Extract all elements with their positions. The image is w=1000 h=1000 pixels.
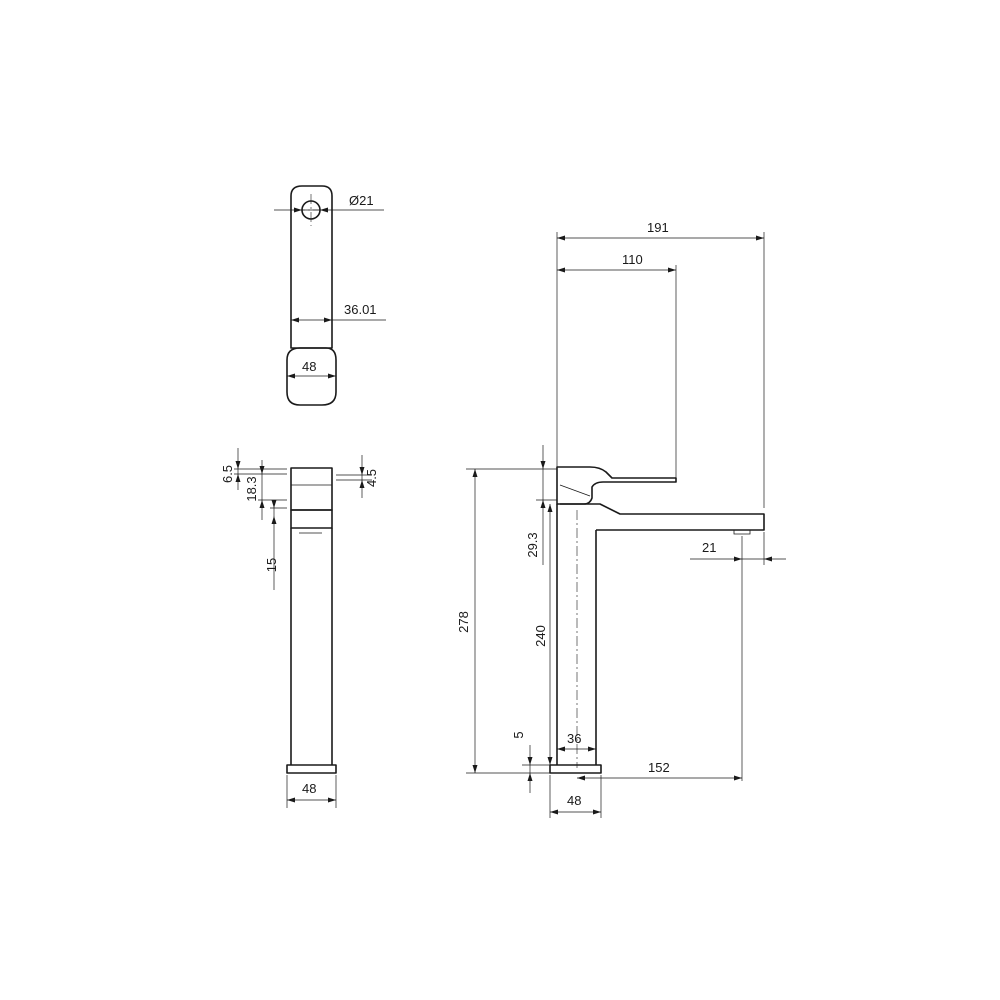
dim-arrow xyxy=(235,474,241,482)
dim-label-top-base: 48 xyxy=(302,359,316,374)
dim-arrow xyxy=(593,809,601,815)
side-view-handle xyxy=(290,467,333,511)
dim-arrow xyxy=(756,235,764,241)
dim-label-spout-reach: 152 xyxy=(648,760,670,775)
top-view-base-outline xyxy=(286,347,337,406)
dim-arrow xyxy=(540,461,546,469)
dim-label-handle-reach: 110 xyxy=(622,252,643,267)
dim-label-body-width: 36 xyxy=(567,731,581,746)
dim-arrow xyxy=(577,775,585,781)
front-view-aerator xyxy=(733,530,751,535)
dim-arrow xyxy=(472,469,478,477)
dim-label-overall-depth: 191 xyxy=(647,220,669,235)
side-view-collar xyxy=(290,509,333,529)
dim-arrow xyxy=(320,207,328,213)
dim-arrow xyxy=(527,757,533,765)
dim-arrow xyxy=(588,746,596,752)
dim-arrow xyxy=(557,235,565,241)
dim-label-front-base: 48 xyxy=(567,793,581,808)
top-view-handle-outline xyxy=(290,185,333,349)
dim-arrow xyxy=(324,317,332,323)
dim-arrow xyxy=(472,765,478,773)
dim-arrow xyxy=(547,504,553,512)
dim-arrow xyxy=(550,809,558,815)
dim-arrow xyxy=(734,556,742,562)
dim-arrow xyxy=(764,556,772,562)
dim-arrow xyxy=(287,797,295,803)
dim-arrow xyxy=(668,267,676,273)
dim-arrow xyxy=(235,461,241,469)
dim-arrow xyxy=(547,757,553,765)
dim-arrow xyxy=(557,746,565,752)
dim-label-overall-height: 278 xyxy=(456,611,471,633)
dim-arrow xyxy=(271,516,277,524)
front-view-spout xyxy=(560,503,765,531)
dim-arrow xyxy=(259,466,265,474)
front-view-handle xyxy=(556,466,677,505)
dim-label-handle-width: 36.01 xyxy=(344,302,377,317)
dim-label-base-thickness: 5 xyxy=(511,731,526,738)
front-view-base xyxy=(549,764,602,774)
side-view-base xyxy=(286,764,337,774)
dim-arrow xyxy=(294,207,302,213)
dim-arrow xyxy=(557,267,565,273)
dim-label-right-offset: 4.5 xyxy=(364,469,379,487)
dim-label-diameter: Ø21 xyxy=(349,193,374,208)
dim-label-spout-diameter: 21 xyxy=(702,540,716,555)
dim-label-lower-gap: 15 xyxy=(264,558,279,572)
front-view-handle-line xyxy=(559,484,591,497)
dim-arrow xyxy=(734,775,742,781)
dim-arrow xyxy=(527,773,533,781)
dim-arrow xyxy=(540,500,546,508)
dim-label-handle-height: 18.3 xyxy=(244,476,259,501)
front-view: 191 110 21 278 29.3 240 xyxy=(456,220,786,818)
dim-label-handle-clearance: 29.3 xyxy=(525,532,540,557)
dim-arrow xyxy=(271,500,277,508)
dim-label-top-offset: 6.5 xyxy=(220,465,235,483)
side-view-body xyxy=(290,528,333,765)
dim-arrow xyxy=(259,500,265,508)
dim-label-side-base: 48 xyxy=(302,781,316,796)
dim-arrow xyxy=(328,373,336,379)
dim-arrow xyxy=(291,317,299,323)
dim-arrow xyxy=(287,373,295,379)
side-view: 6.5 18.3 15 4.5 48 xyxy=(220,448,379,808)
dim-label-body-height: 240 xyxy=(533,625,548,647)
dim-arrow xyxy=(328,797,336,803)
dim-arrow xyxy=(359,467,365,475)
dim-arrow xyxy=(359,480,365,488)
top-view: Ø21 36.01 48 xyxy=(274,185,386,406)
front-view-body xyxy=(556,504,597,765)
